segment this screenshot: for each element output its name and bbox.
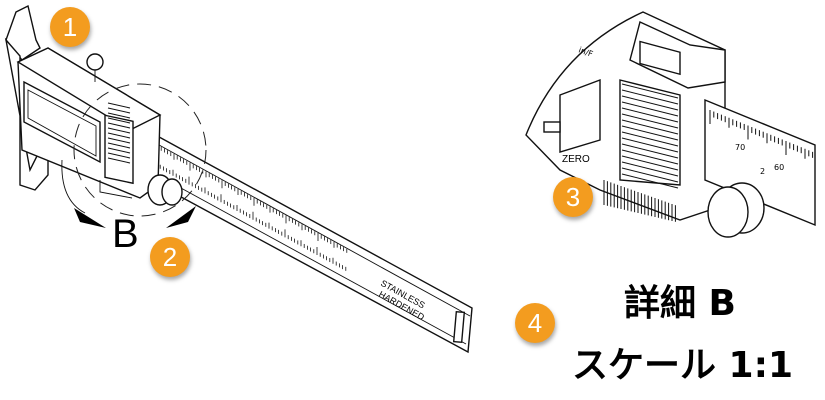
- tick: [107, 142, 131, 149]
- tick: [621, 95, 679, 111]
- tick: [621, 113, 679, 129]
- detail-scale: スケール 1:1: [571, 345, 794, 386]
- tick: [621, 89, 679, 105]
- tick: [621, 83, 679, 99]
- detail-title: 詳細 B: [624, 283, 736, 324]
- tick: [621, 161, 679, 177]
- detail-circle: [73, 83, 207, 217]
- callout-4: 4: [515, 303, 555, 343]
- tick: [107, 117, 131, 124]
- view-label: B: [112, 212, 139, 256]
- zero-label: ZERO: [562, 154, 590, 165]
- tick: [621, 173, 679, 189]
- tick: [107, 137, 131, 144]
- callout-1: 1: [50, 7, 90, 47]
- tick: [621, 137, 679, 153]
- tick: [621, 119, 679, 135]
- tick: [107, 102, 131, 109]
- tick: [621, 101, 679, 117]
- tick: [107, 122, 131, 129]
- scale-number: 60: [774, 163, 784, 172]
- tick: [621, 131, 679, 147]
- tick: [621, 107, 679, 123]
- detail-b-drawing: 70 2 60 ZERO in/F: [525, 11, 816, 238]
- scale-number: 70: [735, 143, 745, 152]
- tick: [107, 147, 131, 154]
- view-arrow-right: [166, 206, 196, 228]
- tick: [107, 157, 131, 164]
- callout-2: 2: [150, 237, 190, 277]
- tick: [621, 167, 679, 183]
- tick: [107, 132, 131, 139]
- tick: [107, 112, 131, 119]
- tick: [107, 152, 131, 159]
- caliper-head: [4, 4, 183, 206]
- tick: [107, 127, 131, 134]
- tick: [107, 107, 131, 114]
- tick: [621, 143, 679, 159]
- view-arrow-left: [74, 208, 106, 228]
- callout-3: 3: [553, 177, 593, 217]
- scale-number: 2: [760, 167, 765, 176]
- tick: [621, 155, 679, 171]
- caliper-beam: STAINLESS HARDENED: [145, 130, 473, 354]
- tick: [621, 149, 679, 165]
- tick: [621, 125, 679, 141]
